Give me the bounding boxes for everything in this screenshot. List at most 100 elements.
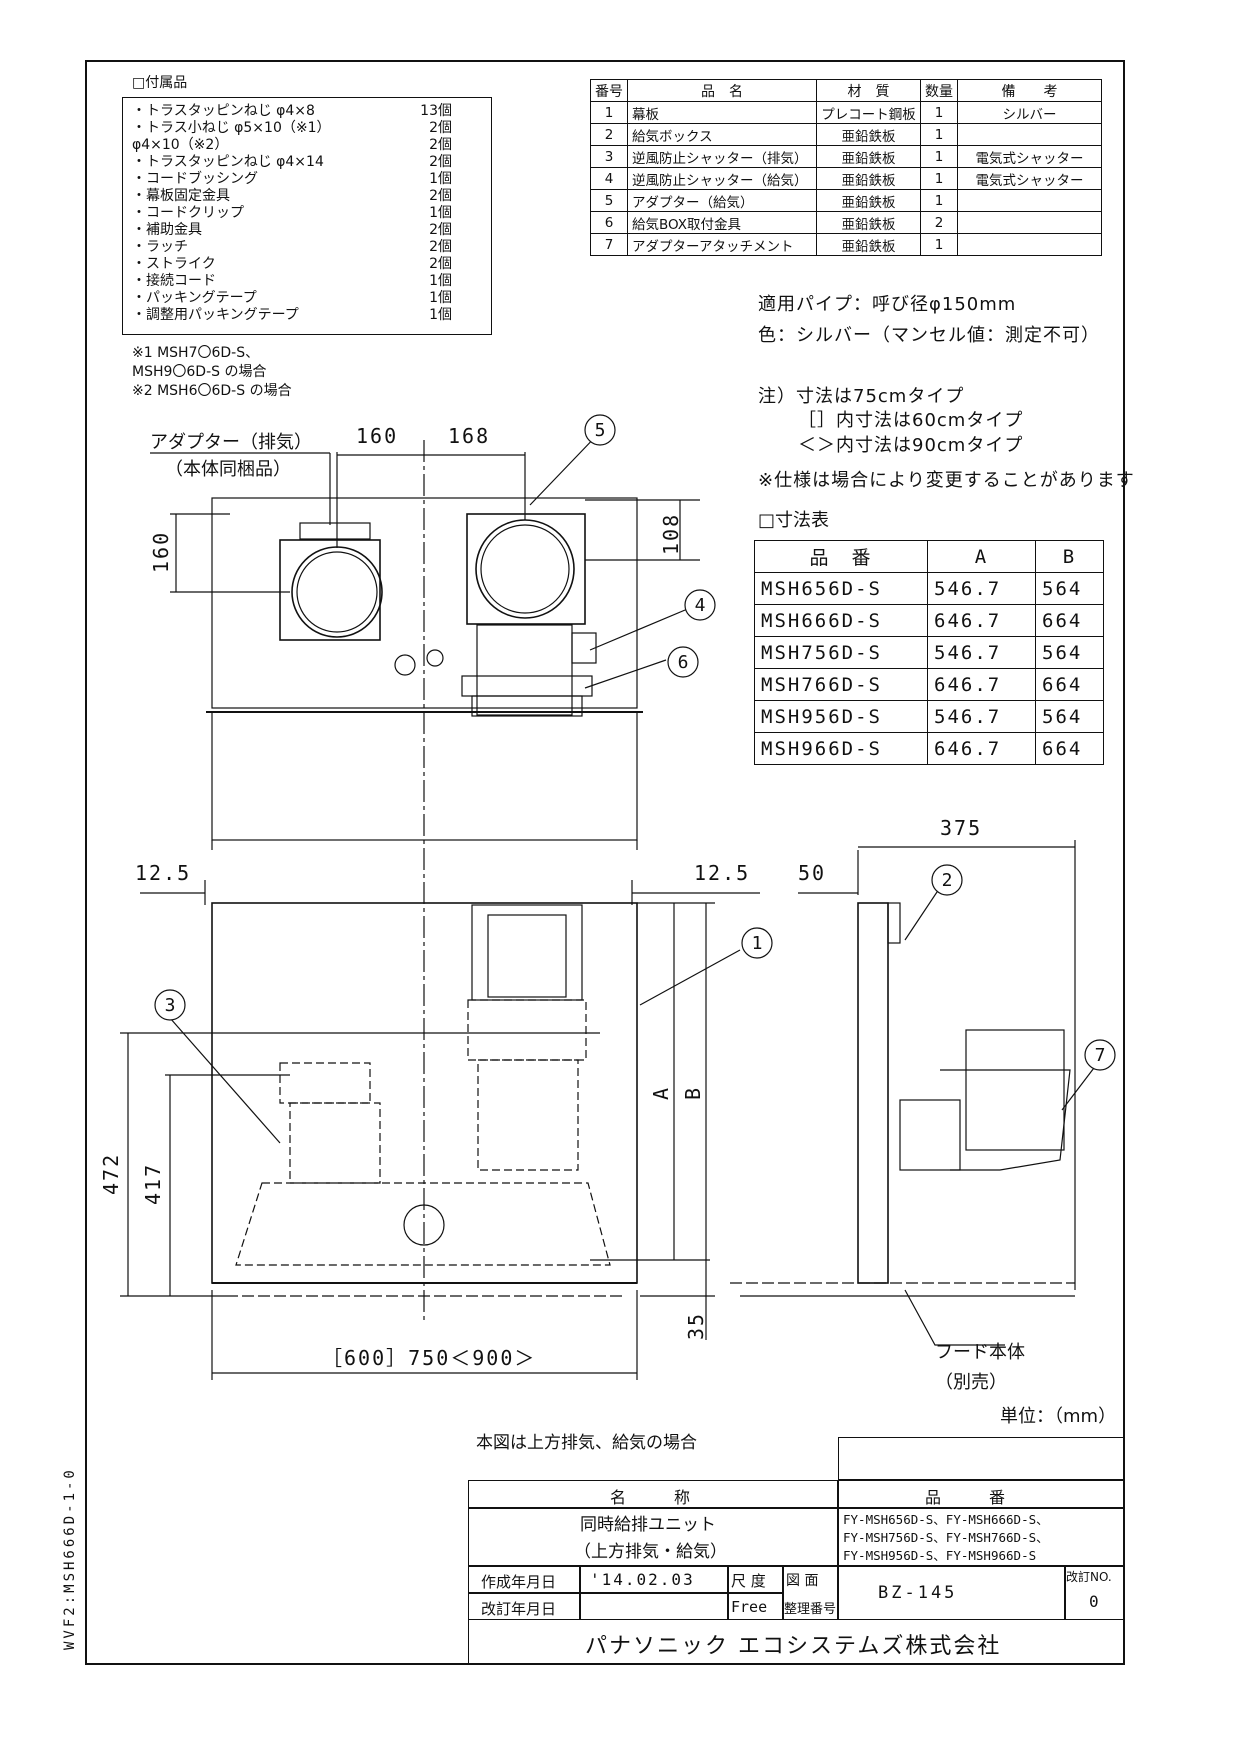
accessory-qty: 2個	[429, 137, 452, 153]
callout-5: 5	[595, 420, 606, 441]
parts-cell: 幕板	[627, 101, 817, 124]
accessories-box	[122, 97, 492, 335]
exhaust-adapter-circle	[291, 546, 383, 638]
spec-change-note: ※仕様は場合により変更することがあります	[758, 470, 1135, 491]
accessory-name: ・コードブッシング	[132, 171, 258, 187]
dims-cell: 664	[1035, 604, 1104, 637]
dim-b: B	[681, 1086, 705, 1100]
accessory-name: ・パッキングテープ	[132, 290, 257, 306]
dims-cell: MSH966D-S	[754, 732, 928, 765]
accessory-note-3: ※2 MSH6〇6D-S の場合	[132, 383, 292, 399]
dim-a: A	[649, 1086, 673, 1100]
callout-4: 4	[695, 595, 706, 616]
accessory-qty: 13個	[420, 103, 452, 119]
created-date: '14.02.03	[590, 1570, 695, 1589]
part-numbers-line-1: FY-MSH656D-S、FY-MSH666D-S、	[843, 1512, 1049, 1527]
accessory-name: ・補助金具	[132, 222, 202, 238]
accessory-name: ・トラス小ねじ φ5×10（※1）	[132, 120, 331, 136]
accessory-note-2: MSH9〇6D-S の場合	[132, 364, 267, 380]
parts-table-header: 番号 品 名 材 質 数量 備 考	[590, 79, 1102, 102]
dims-cell: 546.7	[927, 700, 1036, 733]
accessory-qty: 1個	[429, 205, 452, 221]
parts-cell	[957, 233, 1102, 256]
dims-header-model: 品 番	[754, 540, 928, 573]
revision-label: 改訂NO.	[1066, 1570, 1112, 1584]
accessory-name: ・ストライク	[132, 256, 216, 272]
callout-7: 7	[1095, 1045, 1106, 1066]
size-note-60: ［］内寸法は60cmタイプ	[798, 410, 1024, 431]
accessory-item: ・トラス小ねじ φ5×10（※1） 2個	[132, 120, 452, 136]
dims-cell: MSH756D-S	[754, 636, 928, 669]
accessory-item: ・パッキングテープ 1個	[132, 290, 452, 306]
dims-cell: MSH766D-S	[754, 668, 928, 701]
callout-1: 1	[752, 933, 763, 954]
pipe-spec: 適用パイプ：呼び径φ150mm	[758, 294, 1017, 315]
accessory-name: ・幕板固定金具	[132, 188, 230, 204]
dim-108: 108	[659, 513, 683, 555]
width-dimension: ［600］750＜900＞	[322, 1346, 536, 1370]
dims-cell: 564	[1035, 700, 1104, 733]
parts-cell: 亜鉛鉄板	[816, 145, 921, 168]
parts-cell: 亜鉛鉄板	[816, 233, 921, 256]
accessory-qty: 1個	[429, 290, 452, 306]
reference-label: 整理番号	[784, 1602, 837, 1617]
drawing-number: BZ-145	[878, 1583, 958, 1603]
scale-value: Free	[731, 1598, 768, 1616]
accessory-name: ・ラッチ	[132, 239, 188, 255]
dim-168: 168	[448, 424, 490, 448]
hood-body-note: （別売）	[935, 1372, 1007, 1393]
parts-cell: 亜鉛鉄板	[816, 189, 921, 212]
dims-cell: 646.7	[927, 668, 1036, 701]
dims-cell: 664	[1035, 732, 1104, 765]
supply-adapter-circle	[475, 519, 575, 619]
accessory-name: ・トラスタッピンねじ φ4×8	[132, 103, 315, 119]
part-numbers-line-2: FY-MSH756D-S、FY-MSH766D-S、	[843, 1530, 1049, 1545]
accessory-qty: 1個	[429, 273, 452, 289]
dim-35: 35	[684, 1312, 708, 1340]
parts-cell: 亜鉛鉄板	[816, 123, 921, 146]
accessory-name: φ4×10（※2）	[132, 137, 229, 153]
accessory-qty: 2個	[429, 120, 452, 136]
accessories-heading: □付属品	[132, 75, 188, 91]
parts-cell: アダプターアタッチメント	[627, 233, 817, 256]
hood-body-label: フード本体	[935, 1342, 1025, 1363]
dim-472: 472	[99, 1153, 123, 1195]
revision-number: 0	[1089, 1592, 1099, 1611]
parts-cell: 給気ボックス	[627, 123, 817, 146]
accessory-qty: 1個	[429, 307, 452, 323]
callout-3: 3	[165, 995, 176, 1016]
dim-160-vertical: 160	[149, 531, 173, 573]
exhaust-adapter-square	[279, 539, 381, 641]
parts-header-qty: 数量	[920, 79, 958, 102]
accessory-name: ・トラスタッピンねじ φ4×14	[132, 154, 324, 170]
dims-cell: MSH656D-S	[754, 572, 928, 605]
product-name: 同時給排ユニット	[580, 1515, 716, 1535]
accessory-item: φ4×10（※2） 2個	[132, 137, 452, 153]
product-name-sub: （上方排気・給気）	[574, 1542, 727, 1562]
louver-grille	[487, 914, 567, 998]
dims-cell: 546.7	[927, 636, 1036, 669]
accessory-qty: 2個	[429, 188, 452, 204]
dims-cell: 664	[1035, 668, 1104, 701]
part-numbers-line-3: FY-MSH956D-S、FY-MSH966D-S	[843, 1548, 1037, 1563]
scale-label: 尺 度	[731, 1572, 766, 1590]
parts-cell: アダプター（給気）	[627, 189, 817, 212]
side-drawing-code: WVF2:MSH666D-1-0	[62, 1467, 78, 1650]
dims-cell: MSH956D-S	[754, 700, 928, 733]
dim-375: 375	[940, 816, 982, 840]
